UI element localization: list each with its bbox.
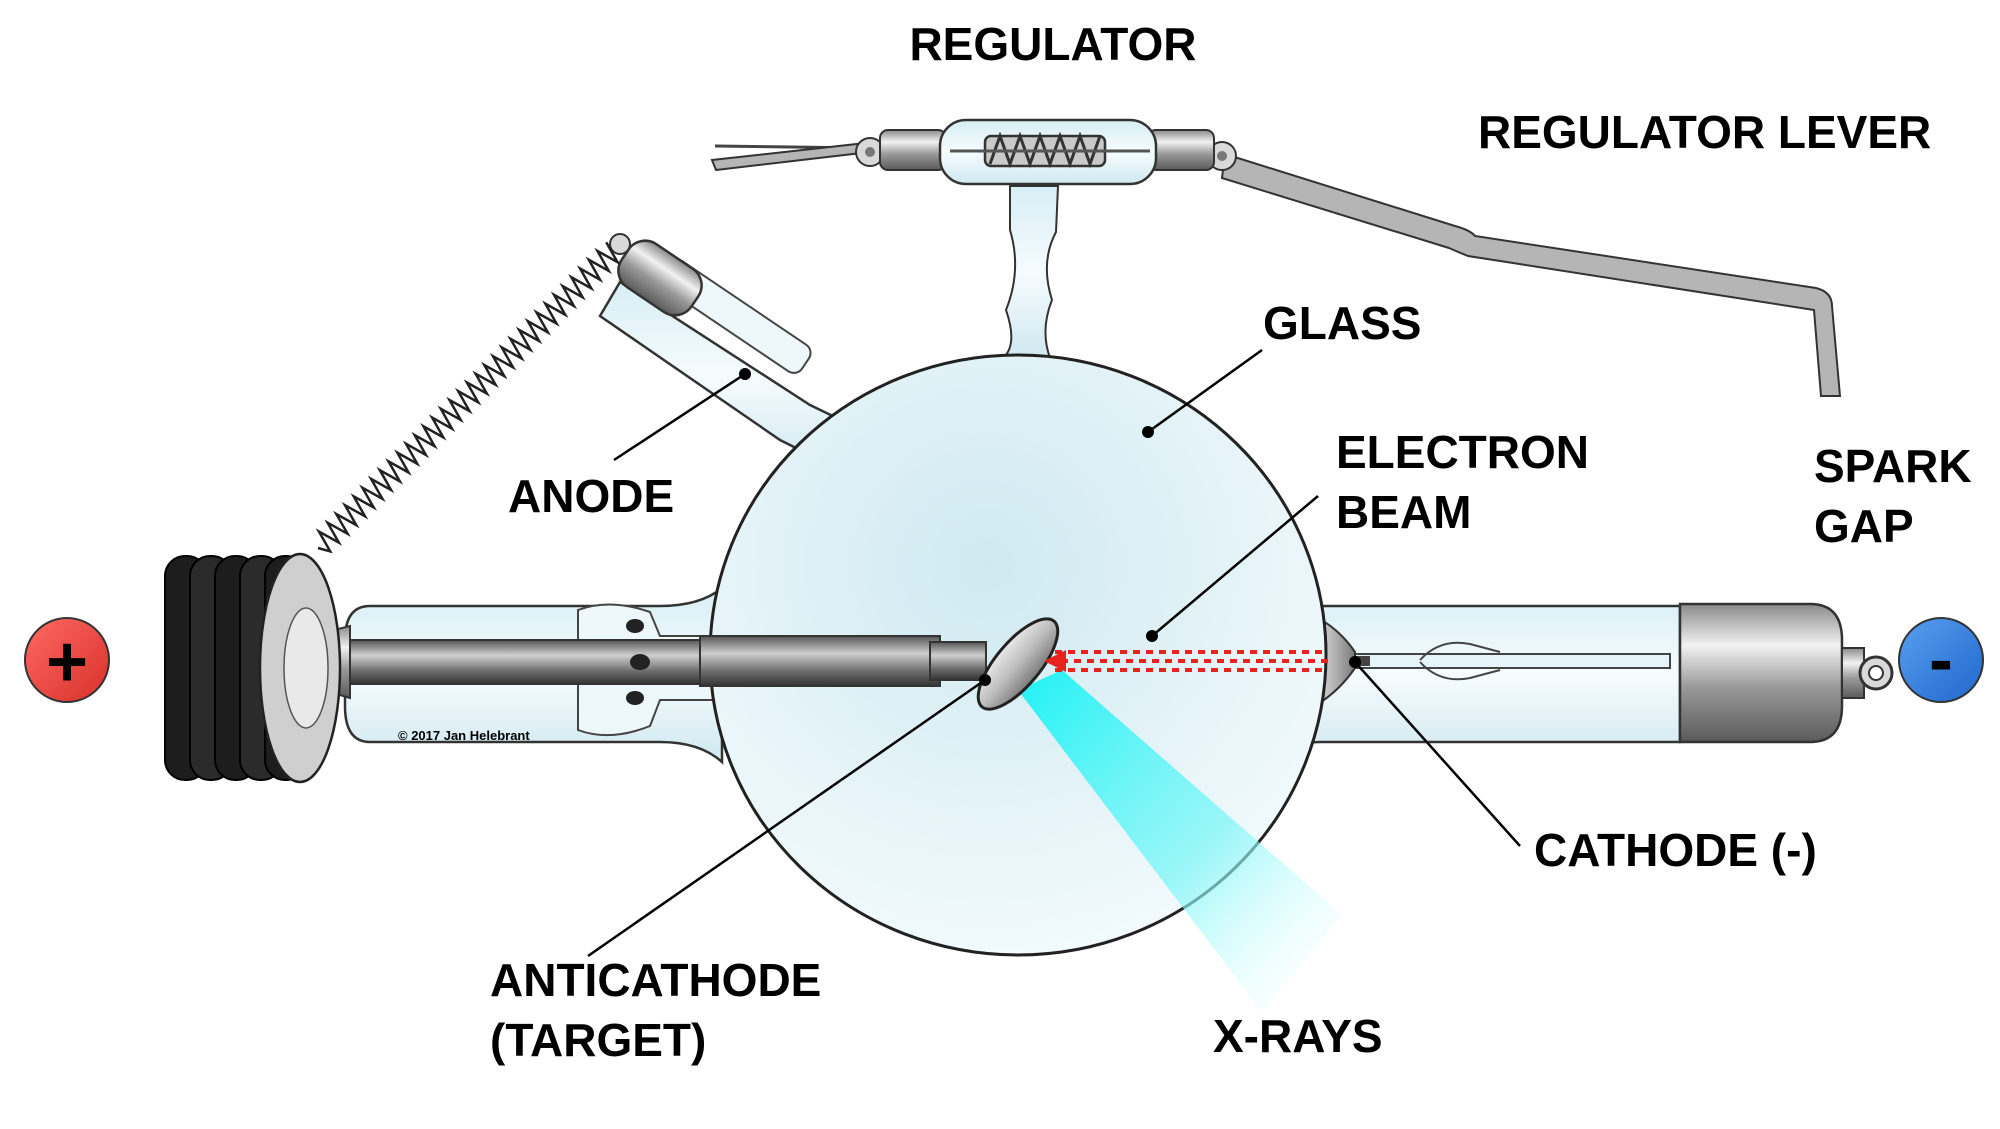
negative-terminal: - [1898,617,1984,703]
label-cathode: CATHODE (-) [1534,824,1817,876]
leader-lines [587,348,1521,958]
negative-sign: - [1929,620,1953,700]
label-regulator-lever: REGULATOR LEVER [1478,106,1931,158]
label-electron-beam-line1: ELECTRON [1336,426,1589,478]
anode-side-arm [598,233,868,472]
anode-radiator [164,552,342,784]
electron-beam-arrowhead [1044,650,1066,672]
anode-connecting-spring [315,241,621,554]
label-spark-gap-line1: SPARK [1814,440,1972,492]
label-glass: GLASS [1263,297,1421,349]
label-anode: ANODE [508,470,674,522]
regulator-assembly [710,118,1842,397]
x-ray-beam [1018,670,1342,1012]
positive-terminal: + [24,617,110,703]
copyright-notice: © 2017 Jan Helebrant [398,728,530,743]
label-anticathode-line1: ANTICATHODE [490,954,821,1006]
cathode-glass-neck [1258,585,1894,765]
positive-sign: + [46,622,88,702]
electron-beam [1048,650,1328,672]
label-x-rays: X-RAYS [1213,1010,1383,1062]
label-regulator: REGULATOR [909,18,1196,70]
label-spark-gap-line2: GAP [1814,500,1914,552]
label-electron-beam-line2: BEAM [1336,486,1471,538]
label-anticathode-line2: (TARGET) [490,1014,706,1066]
